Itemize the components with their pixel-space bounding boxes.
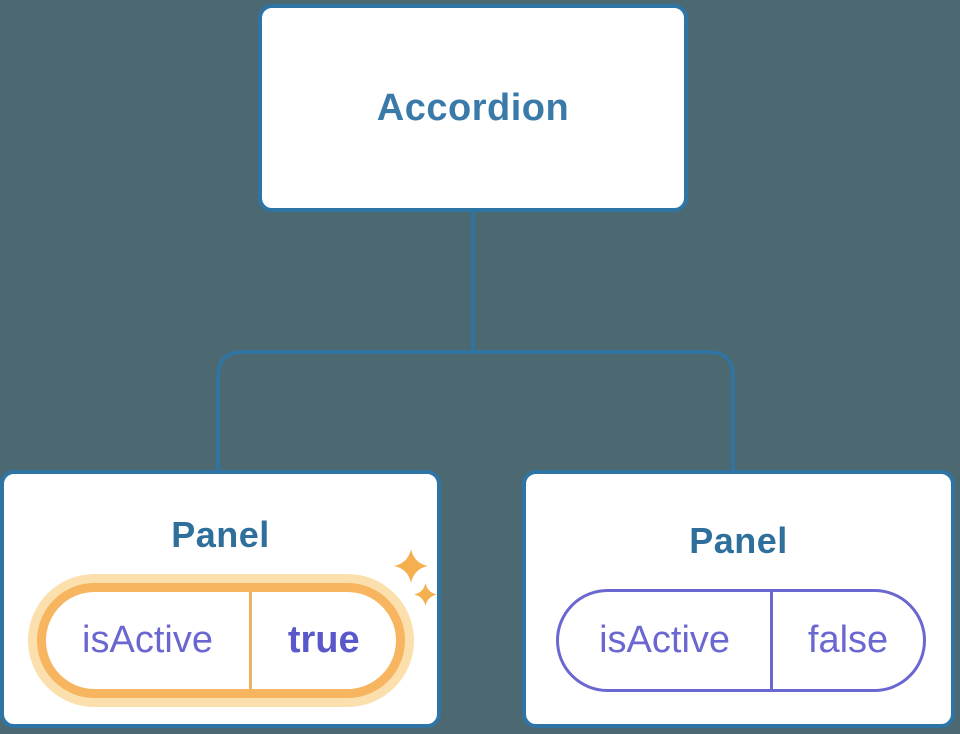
state-key-label: isActive [599, 619, 731, 661]
state-pill-inactive: isActive false [556, 589, 926, 692]
connector-branch-bracket [216, 350, 735, 472]
panel-node-label: Panel [171, 514, 270, 555]
state-key-label: isActive [82, 619, 213, 661]
accordion-node-label: Accordion [376, 86, 570, 129]
state-value-label: false [807, 619, 889, 661]
panel-node-label: Panel [689, 520, 788, 561]
panel-node-inactive: Panel isActive false [522, 470, 955, 728]
state-value-label: true [287, 619, 360, 661]
accordion-node: Accordion [258, 4, 688, 212]
pill-divider [249, 592, 252, 689]
pill-divider [770, 592, 774, 689]
sparkle-icon-small [414, 583, 437, 606]
state-pill-active: isActive true [37, 583, 405, 698]
sparkle-icon-large [394, 549, 428, 583]
panel-node-active: Panel isActive true [0, 470, 441, 728]
